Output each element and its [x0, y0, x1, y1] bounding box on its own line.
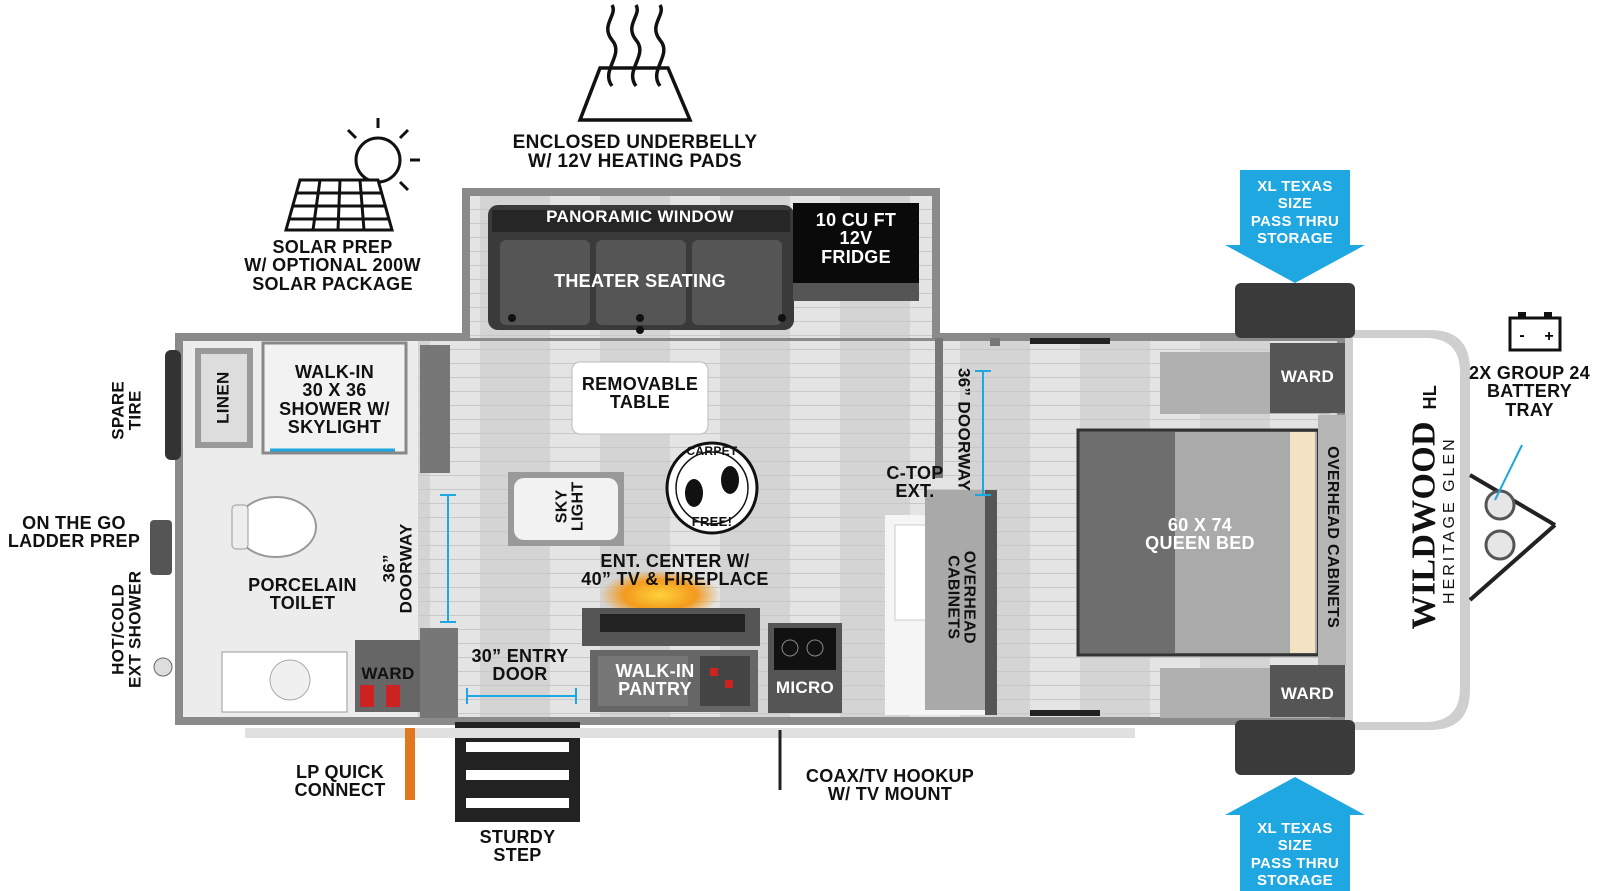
theater-seating	[488, 205, 794, 334]
battery-icon: - +	[1508, 312, 1562, 352]
ext-shower-label: HOT/COLD EXT SHOWER	[108, 570, 145, 688]
brand-sub: HERITAGE GLEN	[1440, 436, 1458, 604]
fridge-label: 10 CU FT 12V FRIDGE	[815, 210, 897, 267]
heating-pad-icon	[577, 4, 693, 122]
sturdy-step-label: STURDY STEP	[479, 827, 556, 866]
ladder-prep	[150, 520, 172, 575]
ladder-prep-label: ON THE GO LADDER PREP	[7, 513, 141, 552]
carpet-free-bottom: FREE!	[691, 514, 733, 529]
storage-arrow-bottom	[1225, 777, 1365, 891]
spare-tire-label: SPARE TIRE	[108, 380, 145, 440]
spare-tire	[165, 350, 181, 460]
doorway-left-label: 36” DOORWAY	[379, 523, 416, 614]
doorway-dimensions	[440, 370, 991, 704]
ward-top-label: WARD	[1280, 367, 1335, 386]
storage-bottom-box	[1235, 720, 1355, 775]
shower	[261, 341, 408, 455]
carpet-free-top: CARPET	[686, 444, 738, 458]
carpet-free-badge	[665, 441, 759, 535]
queen-bed-label: 60 X 74 QUEEN BED	[1145, 515, 1255, 554]
ward-top-unit	[1270, 343, 1345, 413]
removable-table	[571, 361, 709, 435]
brand-logo: WILDWOOD	[1405, 421, 1443, 630]
front-cap	[1345, 330, 1470, 730]
solar-label: SOLAR PREP W/ OPTIONAL 200W SOLAR PACKAG…	[244, 237, 421, 294]
ward-bottom-label: WARD	[1280, 684, 1335, 703]
storage-top-box	[1235, 283, 1355, 338]
brand-model: HL	[1419, 384, 1440, 410]
ctop-label: C-TOP EXT.	[886, 463, 944, 502]
theater-seating-label: THEATER SEATING	[554, 271, 726, 291]
ext-shower-knob	[153, 657, 173, 677]
kitchen-overhead-label: OVERHEAD CABINETS	[944, 550, 978, 644]
coax-label: COAX/TV HOOKUP W/ TV MOUNT	[805, 766, 975, 805]
lp-connect-hose	[405, 728, 415, 800]
micro-label: MICRO	[775, 678, 835, 697]
entry-door-label: 30” ENTRY DOOR	[471, 646, 569, 685]
linen-label: LINEN	[213, 371, 233, 424]
battery-tray-label: 2X GROUP 24 BATTERY TRAY	[1468, 363, 1591, 420]
underbelly-label: ENCLOSED UNDERBELLY W/ 12V HEATING PADS	[512, 132, 758, 173]
ward-bath-label: WARD	[361, 664, 415, 683]
pantry-label: WALK-IN PANTRY	[615, 661, 695, 700]
shower-label: WALK-IN 30 X 36 SHOWER W/ SKYLIGHT	[279, 362, 390, 438]
kitchen-overhead	[925, 490, 995, 710]
storage-bottom-label: XL TEXAS SIZE PASS THRU STORAGE	[1250, 820, 1340, 889]
bed-overhead-unit	[1318, 415, 1346, 665]
entry-step	[455, 722, 580, 822]
storage-top-label: XL TEXAS SIZE PASS THRU STORAGE	[1250, 178, 1340, 247]
toilet-label: PORCELAIN TOILET	[248, 575, 357, 614]
svg-text:-: -	[1519, 327, 1524, 344]
ent-center-label: ENT. CENTER W/ 40” TV & FIREPLACE	[581, 551, 769, 590]
fridge	[793, 203, 919, 283]
bed-overhead-label: OVERHEAD CABINETS	[1324, 446, 1342, 629]
svg-text:+: +	[1544, 328, 1553, 345]
fireplace-glow	[600, 565, 720, 615]
lp-connect-label: LP QUICK CONNECT	[294, 762, 386, 801]
panoramic-window-label: PANORAMIC WINDOW	[546, 207, 734, 226]
ward-bottom-unit	[1270, 665, 1345, 717]
solar-icon	[284, 118, 420, 232]
removable-table-label: REMOVABLE TABLE	[581, 374, 699, 413]
doorway-right-label: 36” DOORWAY	[954, 368, 974, 492]
storage-arrow-top	[1225, 170, 1365, 283]
skylight-label: SKY LIGHT	[553, 481, 587, 532]
